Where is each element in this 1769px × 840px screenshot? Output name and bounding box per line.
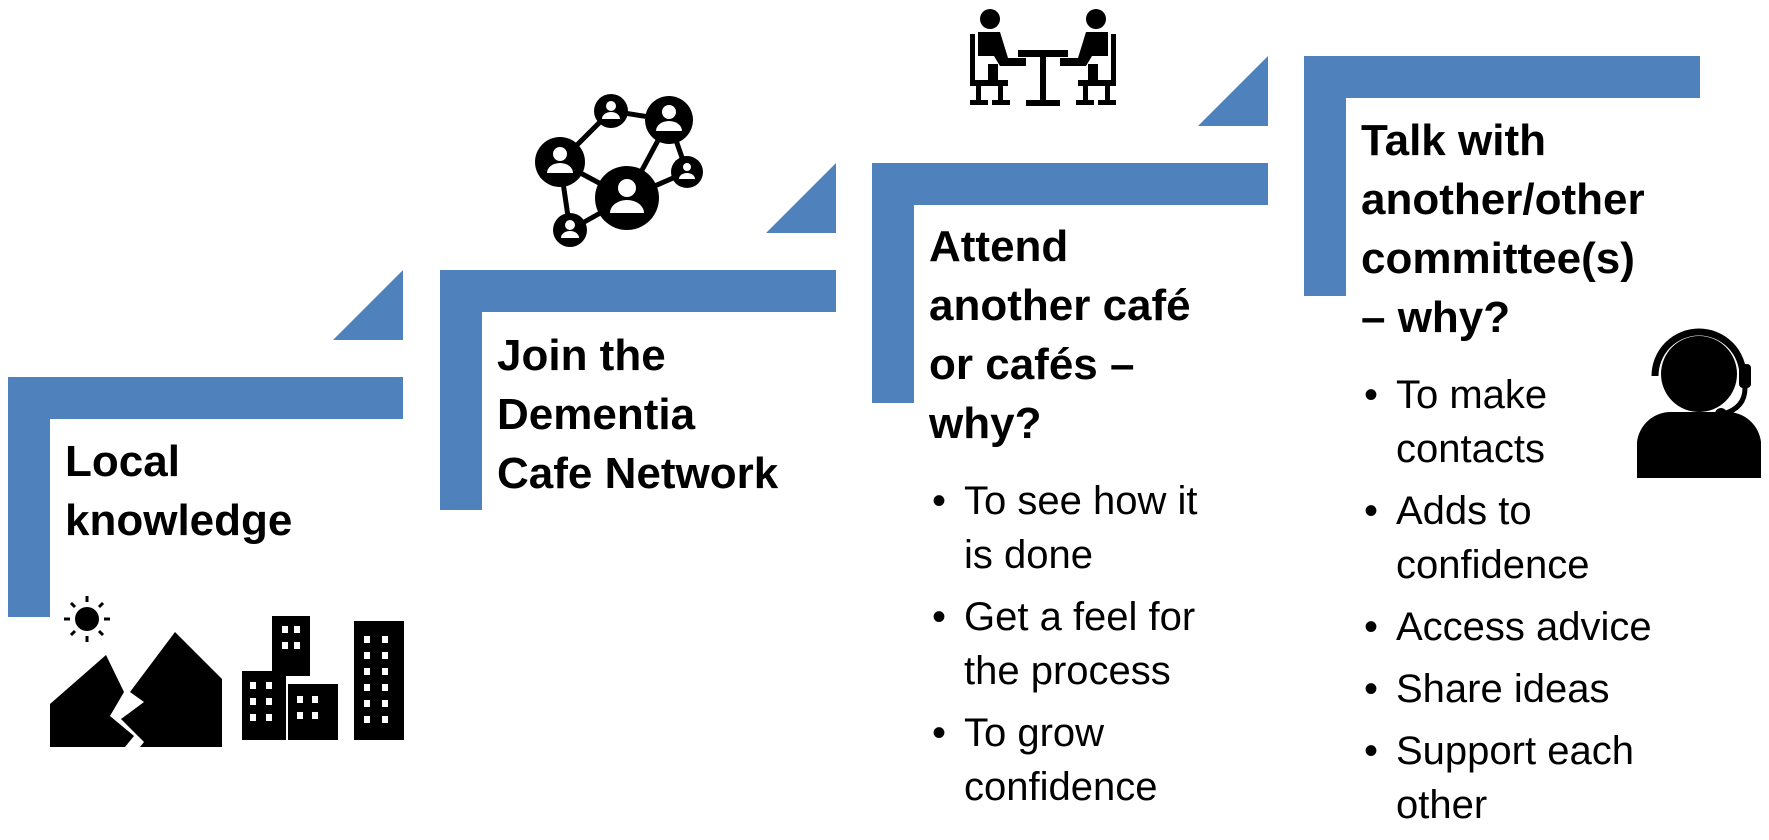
list-item-line: Support each <box>1396 729 1634 773</box>
list-item-line: To grow <box>964 711 1105 755</box>
step-1-corner-triangle <box>333 270 403 340</box>
list-item: To see how it is done <box>930 474 1197 582</box>
step-3-side-bar <box>872 163 914 403</box>
step-4-bullet-list: To make contacts Adds to confidence Acce… <box>1362 368 1652 840</box>
step-2-title-line: Dementia <box>497 390 696 439</box>
step-3-title: Attend another café or cafés – why? <box>929 217 1191 453</box>
list-item: To make contacts <box>1362 368 1652 476</box>
meeting-table-icon <box>970 9 1116 106</box>
list-item-line: other <box>1396 783 1488 827</box>
list-item: To grow confidence <box>930 706 1197 814</box>
list-item: Access advice <box>1362 600 1652 654</box>
step-4-title-line: another/other <box>1361 175 1645 224</box>
list-item-line: To see how it <box>964 479 1198 523</box>
step-1-side-bar <box>8 377 50 617</box>
list-item-line: contacts <box>1396 427 1545 471</box>
list-item: Get a feel for the process <box>930 590 1197 698</box>
step-2-title-line: Join the <box>497 331 666 380</box>
list-item: Adds to confidence <box>1362 484 1652 592</box>
step-3-title-line: why? <box>929 399 1042 448</box>
step-3-top-bar <box>872 163 1268 205</box>
step-1-title-line: knowledge <box>65 496 293 545</box>
headset-person-icon <box>1637 328 1761 478</box>
step-2-corner-triangle <box>766 163 836 233</box>
list-item-line: confidence <box>1396 543 1590 587</box>
step-4-top-bar <box>1304 56 1700 98</box>
list-item-line: To make <box>1396 373 1548 417</box>
step-2-title: Join the Dementia Cafe Network <box>497 326 778 503</box>
step-4-title-line: committee(s) <box>1361 234 1635 283</box>
city-buildings-icon <box>242 616 404 740</box>
network-people-icon <box>535 94 703 247</box>
list-item-line: Access advice <box>1396 605 1652 649</box>
list-item: Support each other <box>1362 724 1652 832</box>
step-2-top-bar <box>440 270 836 312</box>
step-2-title-line: Cafe Network <box>497 449 779 498</box>
step-1-title-line: Local <box>65 437 180 486</box>
step-1-top-bar <box>8 377 403 419</box>
step-2-side-bar <box>440 270 482 510</box>
list-item: Share ideas <box>1362 662 1652 716</box>
step-4-title-line: Talk with <box>1361 116 1546 165</box>
step-4-title-line: – why? <box>1361 293 1511 342</box>
step-4-side-bar <box>1304 56 1346 296</box>
list-item-line: Share ideas <box>1396 667 1610 711</box>
step-3-title-line: another café <box>929 281 1191 330</box>
step-3-title-line: Attend <box>929 222 1069 271</box>
list-item-line: Get a feel for <box>964 595 1196 639</box>
list-item-line: the process <box>964 649 1171 693</box>
step-1-title: Local knowledge <box>65 432 292 550</box>
list-item-line: is done <box>964 533 1093 577</box>
landscape-sun-icon <box>50 596 222 747</box>
step-3-bullet-list: To see how it is done Get a feel for the… <box>930 474 1197 822</box>
step-3-corner-triangle <box>1198 56 1268 126</box>
list-item-line: Adds to <box>1396 489 1532 533</box>
step-4-title: Talk with another/other committee(s) – w… <box>1361 111 1645 347</box>
step-3-title-line: or cafés – <box>929 340 1135 389</box>
list-item-line: confidence <box>964 765 1158 809</box>
